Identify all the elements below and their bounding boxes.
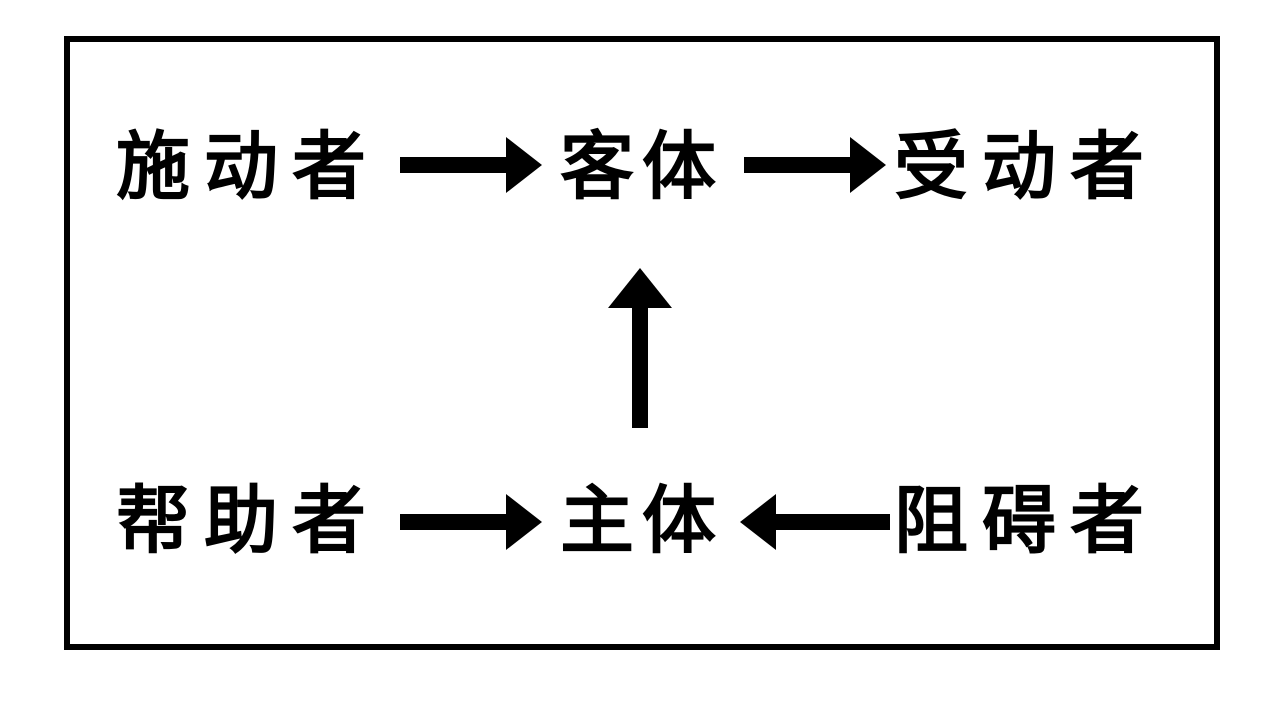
arrow-helper-to-subject [400, 494, 542, 550]
node-object: 客体 [560, 124, 724, 210]
node-recipient: 受动者 [894, 124, 1158, 210]
arrow-object-to-recipient [744, 137, 886, 193]
diagram-frame [64, 36, 1220, 650]
arrow-agent-to-object [400, 137, 542, 193]
arrow-subject-to-object [608, 268, 672, 428]
node-opponent: 阻碍者 [894, 478, 1158, 564]
node-agent: 施动者 [116, 124, 380, 210]
node-subject: 主体 [560, 478, 724, 564]
node-helper: 帮助者 [116, 478, 380, 564]
arrow-opponent-to-subject [740, 494, 890, 550]
